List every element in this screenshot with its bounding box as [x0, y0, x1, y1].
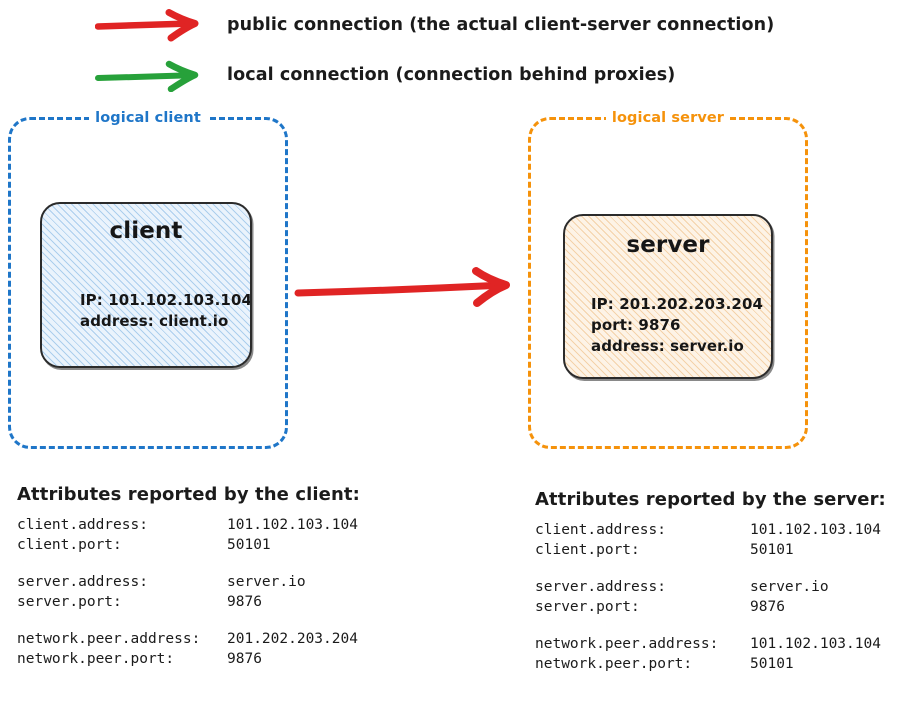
- table-row: server.port: 9876: [535, 597, 900, 617]
- attribute-key: network.peer.port:: [17, 651, 175, 667]
- client-node-title: client: [109, 218, 183, 244]
- attribute-group: server.address: server.io server.port: 9…: [17, 572, 417, 612]
- attribute-key: client.port:: [535, 542, 640, 558]
- attribute-value: server.io: [227, 574, 306, 590]
- legend-item-local-connection: local connection (connection behind prox…: [95, 58, 675, 92]
- logical-server-container: logical server: [528, 107, 808, 449]
- public-connection-arrow: [294, 267, 510, 307]
- attribute-key: server.port:: [535, 599, 640, 615]
- server-node-title: server: [626, 232, 710, 258]
- attribute-key: client.address:: [17, 517, 148, 533]
- attribute-value: 9876: [227, 651, 262, 667]
- attribute-value: 50101: [750, 656, 794, 672]
- table-row: network.peer.address: 201.202.203.204: [17, 629, 417, 649]
- attribute-value: server.io: [750, 579, 829, 595]
- table-row: network.peer.address: 101.102.103.104: [535, 634, 900, 654]
- attribute-value: 9876: [750, 599, 785, 615]
- attribute-key: server.port:: [17, 594, 122, 610]
- logical-client-container: logical client: [8, 107, 288, 449]
- logical-client-label: logical client: [89, 107, 207, 129]
- attribute-value: 50101: [750, 542, 794, 558]
- table-row: server.address: server.io: [17, 572, 417, 592]
- table-row: network.peer.port: 50101: [535, 654, 900, 674]
- table-row: client.address: 101.102.103.104: [535, 520, 900, 540]
- table-row: network.peer.port: 9876: [17, 649, 417, 669]
- attribute-key: client.address:: [535, 522, 666, 538]
- attributes-server-panel: Attributes reported by the server: clien…: [535, 489, 900, 674]
- attribute-key: network.peer.address:: [535, 636, 719, 652]
- server-node-detail-port: port: 9876: [591, 316, 681, 334]
- server-node: server IP: 201.202.203.204 port: 9876 ad…: [563, 214, 773, 379]
- attribute-group: server.address: server.io server.port: 9…: [535, 577, 900, 617]
- legend: public connection (the actual client-ser…: [0, 0, 900, 100]
- attribute-key: server.address:: [17, 574, 148, 590]
- client-node-details: IP: 101.102.103.104 address: client.io: [80, 290, 252, 332]
- logical-server-label: logical server: [605, 107, 731, 129]
- legend-item-public-connection: public connection (the actual client-ser…: [95, 8, 774, 42]
- client-node: client IP: 101.102.103.104 address: clie…: [40, 202, 252, 368]
- attribute-key: network.peer.address:: [17, 631, 201, 647]
- server-node-detail-ip: IP: 201.202.203.204: [591, 295, 764, 313]
- attribute-group: client.address: 101.102.103.104 client.p…: [17, 515, 417, 555]
- attribute-key: network.peer.port:: [535, 656, 693, 672]
- table-row: server.address: server.io: [535, 577, 900, 597]
- attribute-value: 101.102.103.104: [227, 517, 358, 533]
- attribute-group: network.peer.address: 201.202.203.204 ne…: [17, 629, 417, 669]
- server-node-detail-address: address: server.io: [591, 337, 744, 355]
- attribute-key: server.address:: [535, 579, 666, 595]
- table-row: client.port: 50101: [17, 535, 417, 555]
- client-node-detail-ip: IP: 101.102.103.104: [80, 291, 252, 309]
- attribute-value: 101.102.103.104: [750, 636, 881, 652]
- legend-label-local-connection: local connection (connection behind prox…: [227, 65, 676, 85]
- server-node-details: IP: 201.202.203.204 port: 9876 address: …: [591, 294, 763, 357]
- attribute-key: client.port:: [17, 537, 122, 553]
- table-row: client.address: 101.102.103.104: [17, 515, 417, 535]
- table-row: server.port: 9876: [17, 592, 417, 612]
- table-row: client.port: 50101: [535, 540, 900, 560]
- attribute-value: 9876: [227, 594, 262, 610]
- client-node-detail-address: address: client.io: [80, 312, 229, 330]
- attributes-client-heading: Attributes reported by the client:: [17, 484, 360, 505]
- attribute-value: 201.202.203.204: [227, 631, 358, 647]
- right-arrow-icon: [95, 60, 199, 92]
- attribute-group: network.peer.address: 101.102.103.104 ne…: [535, 634, 900, 674]
- right-arrow-icon: [95, 9, 199, 42]
- legend-label-public-connection: public connection (the actual client-ser…: [227, 15, 775, 35]
- attribute-value: 50101: [227, 537, 271, 553]
- attributes-client-panel: Attributes reported by the client: clien…: [17, 484, 417, 669]
- attribute-group: client.address: 101.102.103.104 client.p…: [535, 520, 900, 560]
- attributes-server-heading: Attributes reported by the server:: [535, 489, 886, 510]
- attribute-value: 101.102.103.104: [750, 522, 881, 538]
